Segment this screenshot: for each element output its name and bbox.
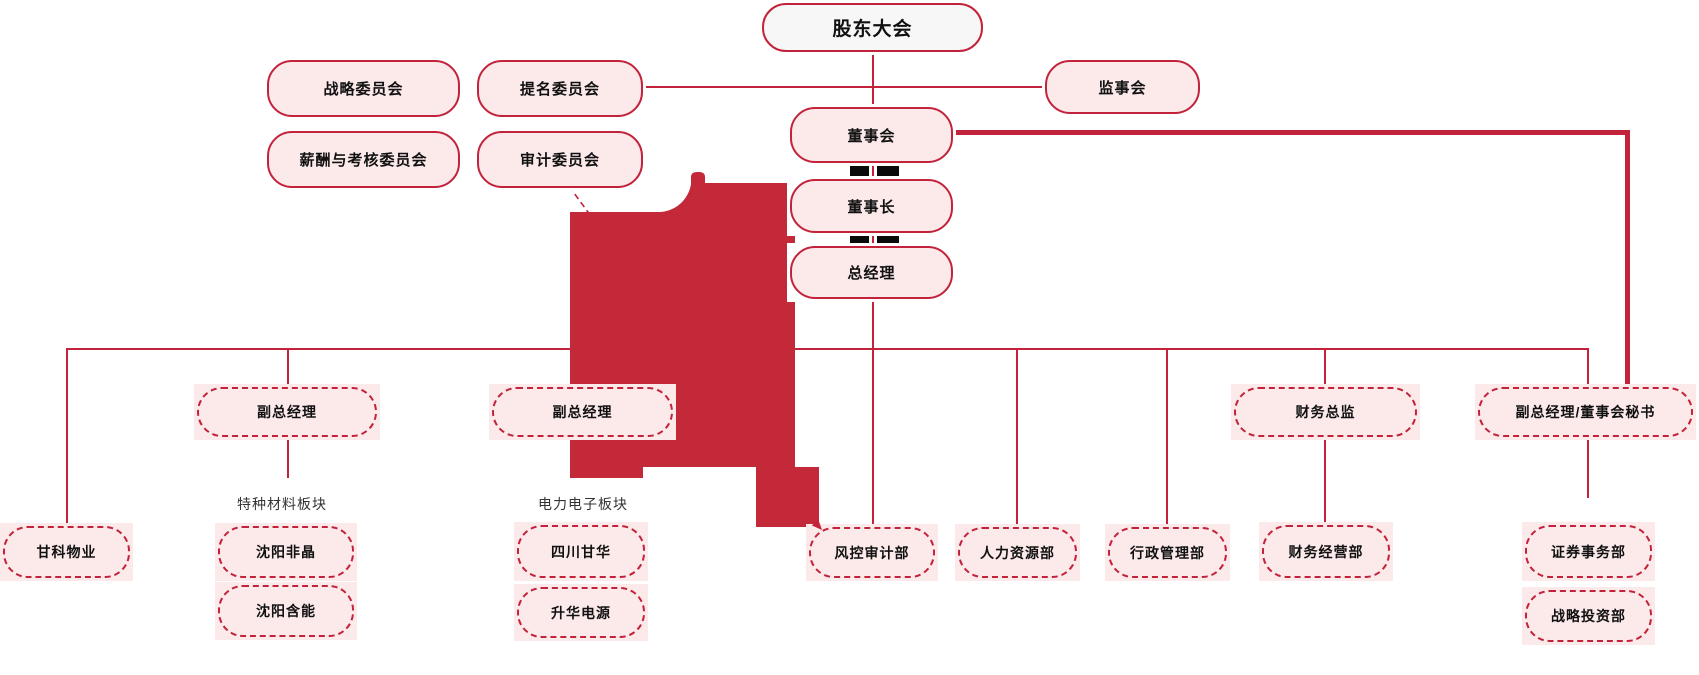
watermark-bar [850,163,869,179]
node-deputy-gm-2-shape: 副总经理 [492,387,673,437]
node-risk-audit-dept-shape: 风控审计部 [809,527,935,578]
node-shenyang-hanneng-shape: 沈阳含能 [218,585,354,637]
node-label: 沈阳含能 [256,603,316,619]
connector-drop-secretary [1587,348,1589,388]
node-ganke-property: 甘科物业 [0,523,133,581]
node-audit-committee: 审计委员会 [474,128,646,191]
connector-stub-securities [1587,437,1589,498]
node-strategy-committee-shape: 战略委员会 [267,60,460,117]
node-label: 甘科物业 [36,544,97,560]
node-label: 战略投资部 [1551,608,1626,624]
node-finance-ops-dept: 财务经营部 [1259,522,1393,581]
node-hr-dept-shape: 人力资源部 [958,527,1077,578]
node-risk-audit-dept: 风控审计部 [806,524,938,581]
group-label-power-electronics: 电力电子板块 [538,496,628,512]
node-finance-director: 财务总监 [1231,384,1420,440]
connector-stub-finance-ops [1324,437,1326,525]
connector-stub-ganhua [581,437,583,478]
node-shareholders-meeting: 股东大会 [759,0,986,55]
node-strategy-committee: 战略委员会 [264,57,463,120]
node-general-manager: 总经理 [787,243,956,302]
node-finance-director-shape: 财务总监 [1234,387,1417,437]
node-supervisory-board: 监事会 [1042,57,1203,117]
node-label: 行政管理部 [1130,544,1205,561]
connector-drop-admin [1166,348,1168,527]
node-label: 副总经理 [552,404,613,420]
connector-distribution-line [66,348,1589,350]
node-label: 董事长 [847,198,896,216]
node-label: 薪酬与考核委员会 [299,152,428,169]
node-board-shape: 董事会 [790,107,953,163]
node-label: 财务经营部 [1288,543,1364,560]
node-compensation-committee-shape: 薪酬与考核委员会 [267,131,460,188]
node-board: 董事会 [787,104,956,166]
connector-drop-hr [1016,348,1018,527]
node-strategy-investment-dept: 战略投资部 [1522,587,1655,645]
node-shenghua-power: 升华电源 [514,584,648,641]
node-label: 人力资源部 [980,544,1055,561]
node-admin-dept-shape: 行政管理部 [1108,527,1227,578]
node-audit-committee-shape: 审计委员会 [477,131,643,188]
node-label: 董事会 [847,127,896,145]
node-deputy-gm-1-shape: 副总经理 [197,387,377,437]
node-supervisory-board-shape: 监事会 [1045,60,1200,114]
node-shareholders-meeting-shape: 股东大会 [762,3,983,52]
node-securities-dept-shape: 证券事务部 [1525,525,1652,578]
connector-board-secretary-horizontal [940,130,1630,135]
node-label: 沈阳非晶 [256,544,316,560]
group-label-special-materials: 特种材料板块 [237,496,327,512]
node-label: 财务总监 [1295,404,1356,420]
node-strategy-investment-dept-shape: 战略投资部 [1525,590,1652,642]
connector-drop-ganke [66,348,68,526]
node-label: 战略委员会 [323,81,404,98]
node-label: 股东大会 [832,19,913,40]
node-compensation-committee: 薪酬与考核委员会 [264,128,463,191]
node-label: 提名委员会 [519,81,600,98]
node-nomination-committee-shape: 提名委员会 [477,60,643,117]
node-sichuan-ganhua-shape: 四川甘华 [517,525,645,578]
node-securities-dept: 证券事务部 [1522,522,1655,581]
node-deputy-gm-1: 副总经理 [194,384,380,440]
node-label: 风控审计部 [834,544,910,561]
node-sichuan-ganhua: 四川甘华 [514,522,648,581]
node-label: 总经理 [847,265,896,282]
node-shenyang-feijing-shape: 沈阳非晶 [218,526,354,578]
node-deputy-gm-2: 副总经理 [489,384,676,440]
watermark-bar [877,163,899,179]
node-label: 副总经理 [257,404,317,420]
node-general-manager-shape: 总经理 [790,246,953,299]
connector-stub-feijing [287,437,289,478]
node-ganke-property-shape: 甘科物业 [3,526,130,578]
node-label: 升华电源 [551,604,611,621]
connector-board-secretary-vertical [1625,130,1630,387]
node-shenghua-power-shape: 升华电源 [517,587,645,638]
connector-committee-row [643,86,1045,88]
node-deputy-gm-secretary: 副总经理/董事会秘书 [1475,384,1696,440]
node-label: 监事会 [1098,79,1147,97]
node-label: 证券事务部 [1551,543,1626,560]
node-hr-dept: 人力资源部 [955,524,1080,581]
node-shenyang-feijing: 沈阳非晶 [215,523,357,581]
node-finance-ops-dept-shape: 财务经营部 [1262,525,1390,578]
connector-drop-deputy-gm-2 [581,348,583,388]
node-label: 副总经理/董事会秘书 [1515,404,1656,420]
node-shenyang-hanneng: 沈阳含能 [215,582,357,640]
connector-drop-deputy-gm-1 [287,348,289,388]
node-label: 四川甘华 [551,543,611,560]
node-nomination-committee: 提名委员会 [474,57,646,120]
node-deputy-gm-secretary-shape: 副总经理/董事会秘书 [1478,387,1693,437]
node-label: 审计委员会 [519,152,600,169]
node-chairman: 董事长 [787,176,956,236]
node-admin-dept: 行政管理部 [1105,524,1230,581]
node-chairman-shape: 董事长 [790,179,953,233]
connector-drop-finance-director [1324,348,1326,388]
